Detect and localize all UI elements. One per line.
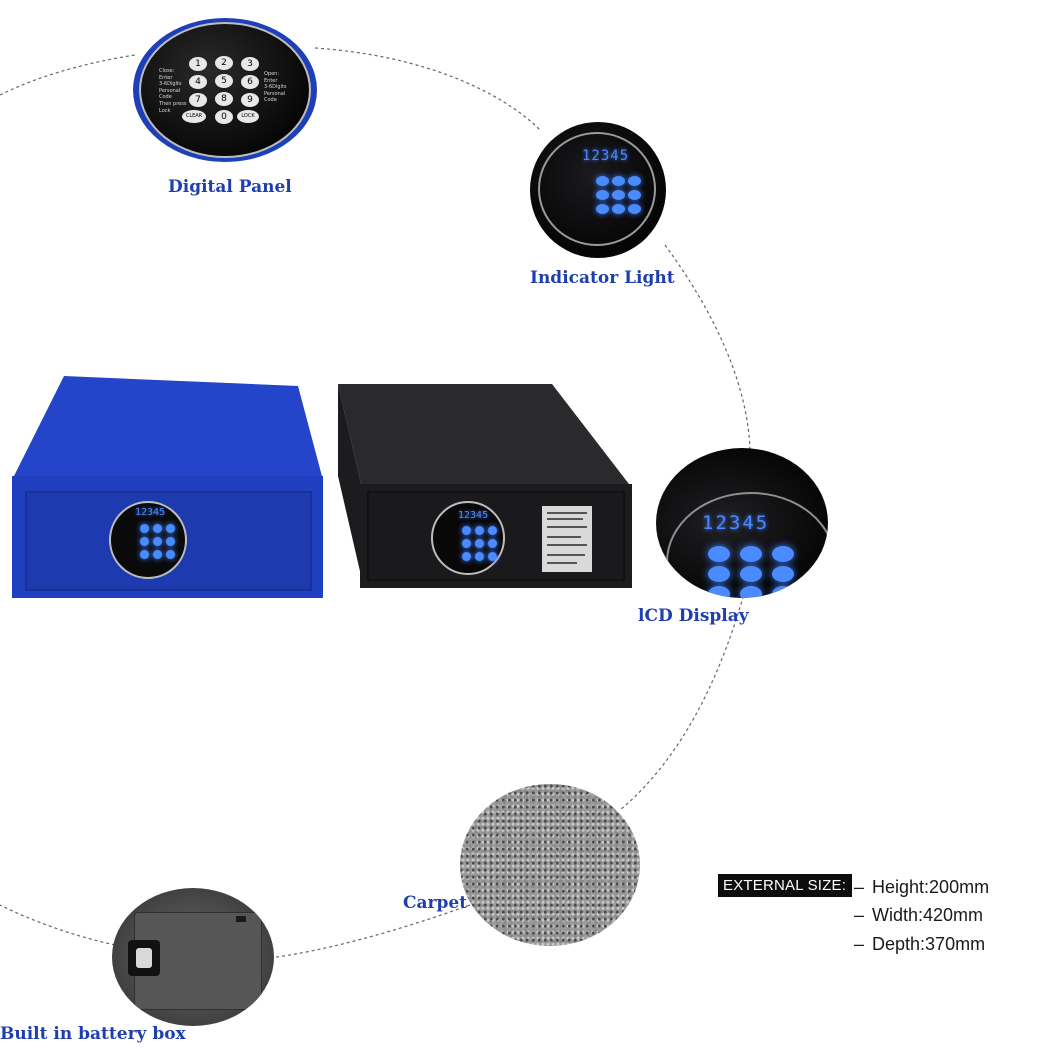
- led-key: [708, 546, 730, 562]
- keypad-key: 7: [189, 93, 207, 107]
- led-key: [628, 176, 641, 186]
- indicator-ring: [538, 132, 656, 246]
- keypad-key: 6: [241, 75, 259, 89]
- lcd-display-digits: 12345: [702, 512, 770, 534]
- led-key: [708, 586, 730, 598]
- indicator-light-image: 12345: [530, 122, 666, 258]
- black-safe-led-keypad: [460, 524, 500, 564]
- spec-depth: –Depth:370mm: [854, 934, 985, 955]
- keypad-text: Personal: [159, 87, 181, 94]
- keypad-text: Code: [264, 97, 277, 104]
- lcd-display-label: lCD Display: [638, 606, 749, 626]
- led-key: [740, 566, 762, 582]
- keypad-text: Then press: [159, 100, 187, 107]
- blue-safe-display-digits: 12345: [135, 507, 166, 518]
- blue-safe-image: [12, 376, 323, 598]
- led-key: [772, 586, 794, 598]
- keypad-key: CLEAR: [182, 110, 206, 123]
- led-key: [628, 190, 641, 200]
- led-key: [612, 204, 625, 214]
- keypad-key: 9: [241, 93, 259, 107]
- external-size-heading: EXTERNAL SIZE:: [718, 874, 853, 897]
- keypad-text: 3-6Digits: [159, 81, 182, 88]
- keypad-face: [139, 22, 311, 158]
- black-safe-display-digits: 12345: [458, 510, 489, 521]
- indicator-display-digits: 12345: [582, 148, 630, 164]
- keypad-text: Open:: [264, 71, 280, 77]
- keypad-text: Lock: [159, 107, 171, 114]
- led-key: [628, 204, 641, 214]
- carpet-image: [460, 784, 640, 946]
- keypad-text: Enter: [159, 74, 173, 81]
- led-key: [612, 190, 625, 200]
- led-key: [596, 190, 609, 200]
- led-key: [740, 546, 762, 562]
- digital-panel-image: Close: Enter 3-6Digits Personal Code The…: [133, 18, 317, 162]
- keypad-key: 8: [215, 92, 233, 106]
- spec-dash: –: [854, 934, 865, 954]
- keypad-key: 4: [189, 75, 207, 89]
- keypad-key: LOCK: [237, 110, 259, 123]
- keypad-right-text: Open: Enter 3-6Digits Personal Code: [264, 71, 300, 104]
- keypad-text: Close:: [159, 68, 175, 74]
- keypad-key: 2: [215, 56, 233, 70]
- spec-dash: –: [854, 905, 865, 925]
- keypad-key: 3: [241, 57, 259, 71]
- battery-latch: [236, 916, 246, 922]
- spec-height: –Height:200mm: [854, 877, 989, 898]
- spec-width: –Width:420mm: [854, 905, 983, 926]
- blue-safe-led-keypad: [138, 522, 178, 562]
- battery-box-label: Built in battery box: [0, 1024, 186, 1044]
- digital-panel-label: Digital Panel: [168, 177, 292, 197]
- led-key: [708, 566, 730, 582]
- keypad-left-text: Close: Enter 3-6Digits Personal Code The…: [159, 68, 199, 114]
- keypad-key: 0: [215, 110, 233, 124]
- indicator-light-label: Indicator Light: [530, 268, 675, 288]
- spec-text: Height:200mm: [872, 877, 990, 897]
- led-key: [772, 566, 794, 582]
- keypad-text: Code: [159, 94, 172, 101]
- carpet-label: Carpet: [403, 893, 468, 913]
- keypad-key: 1: [189, 57, 207, 71]
- battery-key-knob: [136, 948, 152, 968]
- keypad-text: Enter: [264, 77, 278, 84]
- keypad-text: 3-6Digits: [264, 84, 287, 91]
- lcd-ring: [666, 492, 828, 598]
- keypad-text: Personal: [264, 90, 286, 97]
- led-key: [596, 204, 609, 214]
- keypad-key: 5: [215, 74, 233, 88]
- lcd-display-image: 12345: [656, 448, 828, 598]
- spec-text: Depth:370mm: [872, 934, 986, 954]
- led-key: [596, 176, 609, 186]
- spec-dash: –: [854, 877, 865, 897]
- spec-text: Width:420mm: [872, 905, 984, 925]
- battery-box-image: [112, 888, 274, 1026]
- led-key: [772, 546, 794, 562]
- led-key: [740, 586, 762, 598]
- led-key: [612, 176, 625, 186]
